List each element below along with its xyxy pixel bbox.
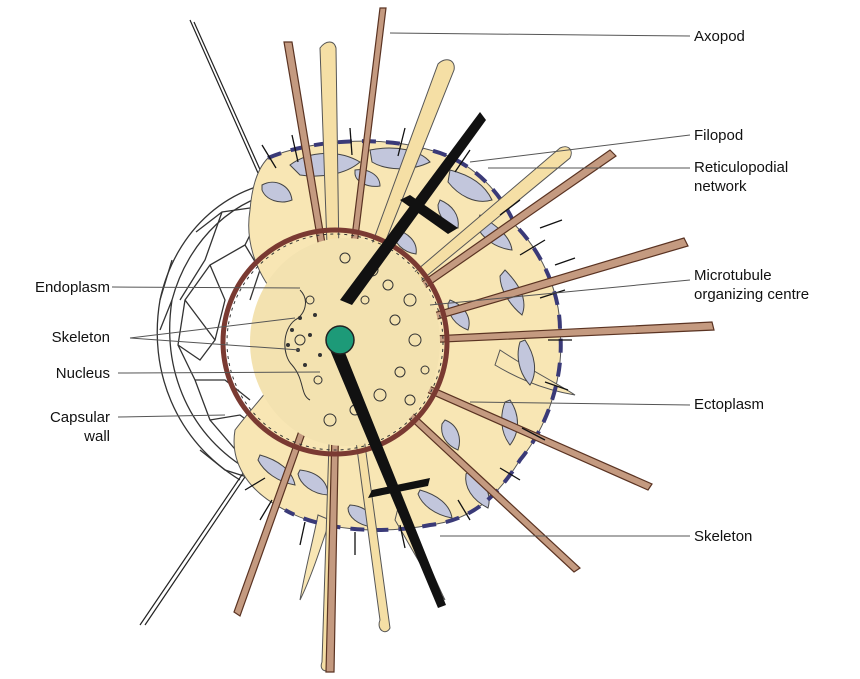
label-endoplasm: Endoplasm	[35, 278, 110, 297]
label-capsular-line-2: wall	[50, 427, 110, 446]
label-reticulopodial-network: Reticulopodial network	[694, 158, 788, 196]
label-axopod: Axopod	[694, 27, 745, 46]
label-capsular-wall: Capsular wall	[50, 408, 110, 446]
label-microtubule-line-2: organizing centre	[694, 285, 809, 304]
label-reticulopodial-line-2: network	[694, 177, 788, 196]
label-filopod: Filopod	[694, 126, 743, 145]
label-microtubule-organizing-centre: Microtubule organizing centre	[694, 266, 809, 304]
label-skeleton-left: Skeleton	[52, 328, 110, 347]
label-reticulopodial-line-1: Reticulopodial	[694, 158, 788, 177]
label-nucleus: Nucleus	[56, 364, 110, 383]
label-skeleton-right: Skeleton	[694, 527, 752, 546]
label-capsular-line-1: Capsular	[50, 408, 110, 427]
nucleus	[326, 326, 354, 354]
label-microtubule-line-1: Microtubule	[694, 266, 809, 285]
label-ectoplasm: Ectoplasm	[694, 395, 764, 414]
